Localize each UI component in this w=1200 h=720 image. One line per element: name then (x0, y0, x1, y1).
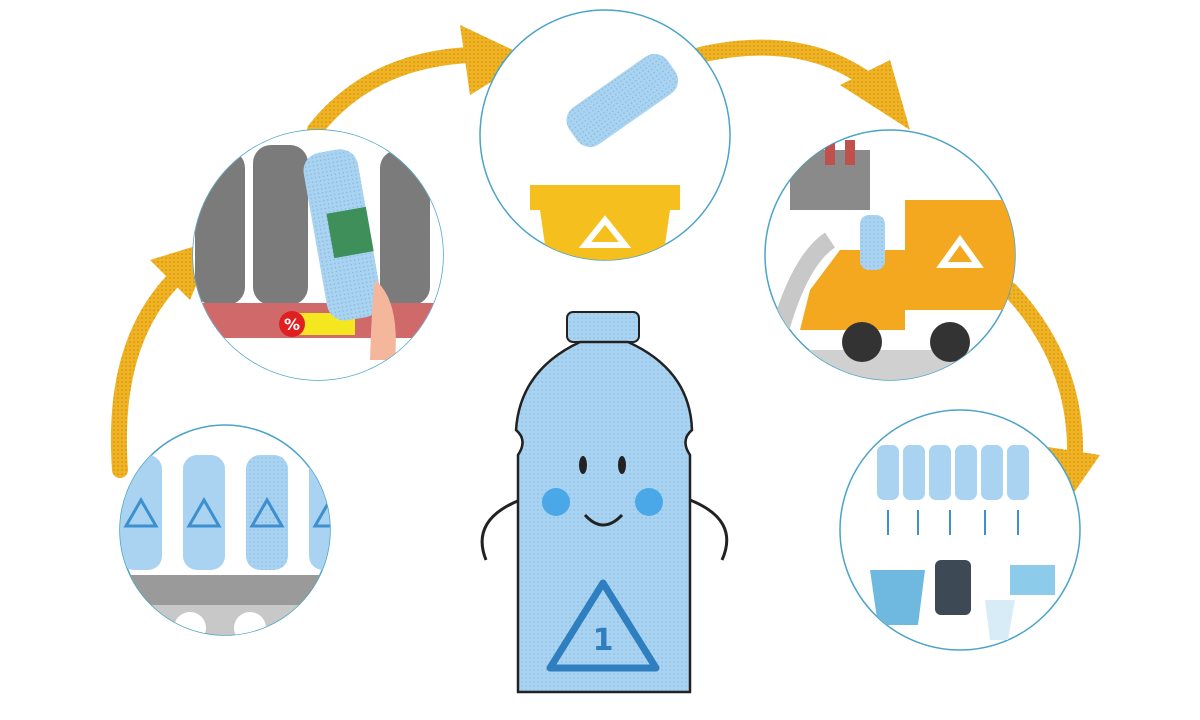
stage-production (119, 424, 331, 636)
arrow-head-2 (460, 25, 530, 95)
arrow-4 (1002, 282, 1083, 458)
arrow-2 (307, 47, 478, 138)
arrow-head-3 (840, 60, 910, 130)
stage-truck (764, 129, 1016, 381)
left-cheek (542, 488, 570, 516)
arrow-1 (110, 257, 198, 478)
stage-store: % (192, 129, 444, 381)
mascot-bottle: 1 (480, 311, 729, 694)
stage-recycled-products (839, 409, 1081, 651)
stage-recycling-bin (479, 9, 731, 261)
discount-badge (279, 311, 305, 337)
resin-code-label: 1 (593, 623, 614, 658)
right-cheek (635, 488, 663, 516)
discount-label: % (284, 315, 300, 334)
recycle-resin-code-icon: 1 (546, 579, 660, 672)
